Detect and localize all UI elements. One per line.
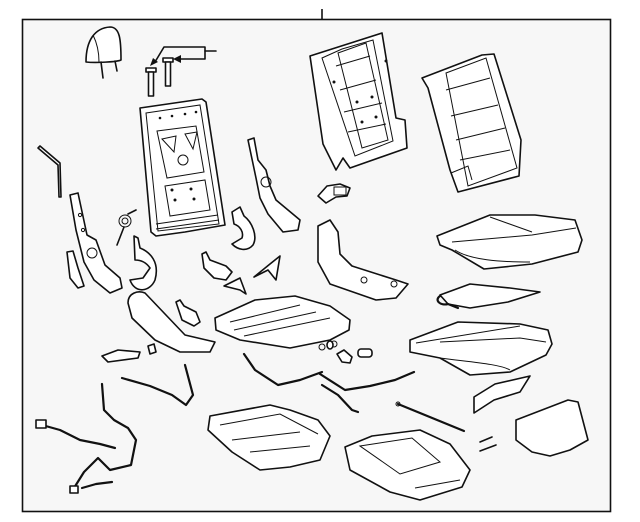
cable-right[interactable] xyxy=(318,370,416,392)
seat-cushion-pad[interactable] xyxy=(409,321,553,376)
seat-cushion-frame[interactable] xyxy=(214,295,351,351)
bracket-flag[interactable] xyxy=(253,255,281,281)
bracket-connector[interactable] xyxy=(317,183,351,204)
trim-cover-shield[interactable] xyxy=(129,235,158,291)
side-shield[interactable] xyxy=(317,219,409,301)
seat-base-riser[interactable] xyxy=(344,429,471,501)
bracket-clip[interactable] xyxy=(175,299,201,327)
ring-pin[interactable] xyxy=(147,343,157,355)
wiring-harness[interactable] xyxy=(35,382,138,494)
cushion-trim-panel[interactable] xyxy=(473,375,531,414)
bumper[interactable] xyxy=(357,348,373,358)
bracket-triangle[interactable] xyxy=(223,277,247,295)
cable-left[interactable] xyxy=(120,363,195,407)
bracket-small[interactable] xyxy=(201,251,233,281)
seatback-pad[interactable] xyxy=(309,32,408,171)
handle[interactable] xyxy=(101,349,141,363)
ring-clip[interactable] xyxy=(326,340,334,350)
cushion-trim-cover[interactable] xyxy=(515,399,589,457)
seat-frame-pan[interactable] xyxy=(207,404,331,471)
headrest-guides[interactable] xyxy=(145,46,217,97)
gas-strut[interactable] xyxy=(395,401,466,433)
headrest[interactable] xyxy=(85,26,122,79)
seatback-frame[interactable] xyxy=(139,98,226,237)
seatback-cover[interactable] xyxy=(421,53,522,193)
recliner-left[interactable] xyxy=(69,192,123,294)
heater-element[interactable] xyxy=(436,283,541,310)
recliner-right[interactable] xyxy=(247,137,301,233)
recliner-plate-left[interactable] xyxy=(66,250,85,289)
latch[interactable] xyxy=(336,349,353,364)
seatback-rod[interactable] xyxy=(37,145,62,198)
bolt-pair[interactable] xyxy=(479,436,497,452)
hinge-cover[interactable] xyxy=(231,206,256,251)
cable-center[interactable] xyxy=(242,352,324,387)
cable-lower[interactable] xyxy=(320,383,360,414)
seat-cushion-cover[interactable] xyxy=(436,214,583,270)
side-trim-cover[interactable] xyxy=(127,291,216,353)
spring[interactable] xyxy=(116,209,137,246)
